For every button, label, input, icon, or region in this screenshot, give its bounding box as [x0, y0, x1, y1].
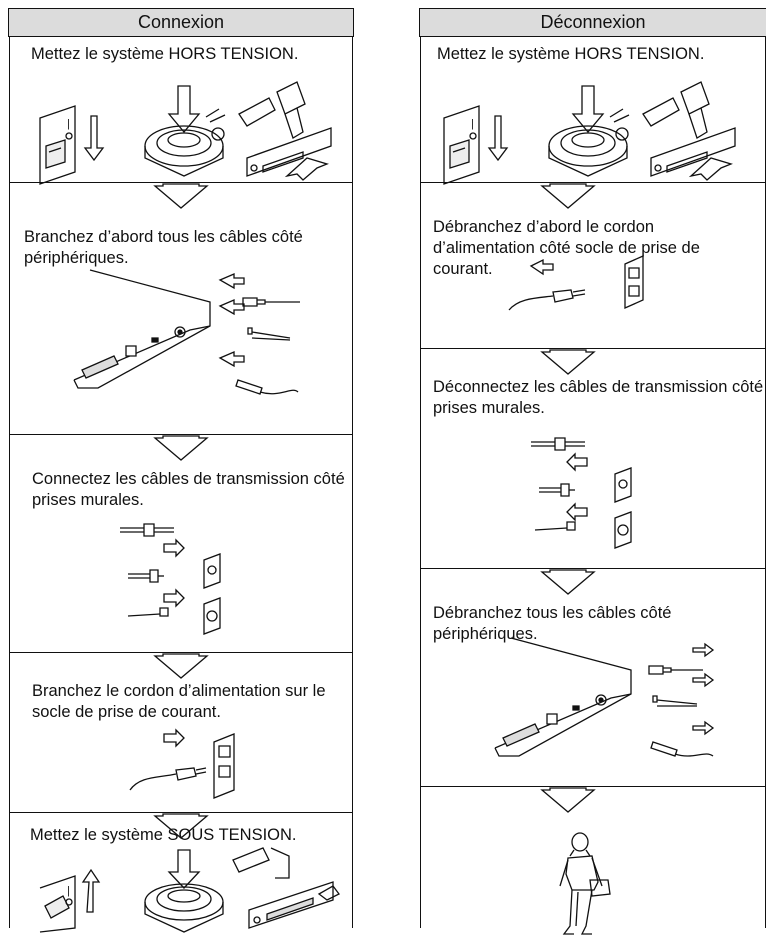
- power-off-illustration: |: [35, 80, 335, 186]
- laptop-connectors-illustration: [60, 268, 320, 404]
- connect-column: Connexion Mettez le système HORS TENSION…: [8, 8, 354, 928]
- disconnect-step-3: Déconnectez les câbles de transmission c…: [421, 348, 765, 417]
- svg-text:|: |: [471, 118, 474, 130]
- laptop-connectors-illustration: [481, 636, 741, 772]
- down-arrow-icon: [540, 787, 596, 813]
- down-arrow-icon: [540, 349, 596, 375]
- power-on-illustration: |: [35, 848, 340, 932]
- down-arrow-icon: [153, 183, 209, 209]
- connect-step-4-text: Branchez le cordon d’alimentation sur le…: [32, 682, 326, 721]
- telecom-cables-illustration: [531, 432, 661, 562]
- connect-step-4: Branchez le cordon d’alimentation sur le…: [10, 652, 352, 721]
- disconnect-step-3-text: Déconnectez les câbles de transmission c…: [433, 378, 764, 417]
- connect-step-3: Connectez les câbles de transmission côt…: [10, 434, 352, 509]
- svg-text:|: |: [67, 885, 70, 897]
- disconnect-step-4: Débranchez tous les câbles côté périphér…: [421, 568, 765, 643]
- connect-step-3-text: Connectez les câbles de transmission côt…: [32, 470, 345, 509]
- disconnect-header: Déconnexion: [419, 8, 766, 37]
- down-arrow-icon: [540, 569, 596, 595]
- disconnect-title: Déconnexion: [540, 12, 646, 32]
- connect-header: Connexion: [8, 8, 354, 37]
- down-arrow-icon: [153, 653, 209, 679]
- connect-step-2: Branchez d’abord tous les câbles côté pé…: [10, 182, 352, 267]
- disconnect-step-2: Débranchez d’abord le cordon d’alimentat…: [421, 182, 765, 278]
- power-cord-illustration: [130, 728, 260, 808]
- power-cord-illustration: [509, 254, 659, 316]
- connect-step-2-text: Branchez d’abord tous les câbles côté pé…: [24, 228, 303, 267]
- down-arrow-icon: [153, 435, 209, 461]
- disconnect-step-2-text: Débranchez d’abord le cordon d’alimentat…: [433, 218, 700, 278]
- disconnect-step-1-text: Mettez le système HORS TENSION.: [437, 45, 705, 63]
- disconnect-column: Déconnexion Mettez le système HORS TENSI…: [419, 8, 766, 928]
- down-arrow-icon: [540, 183, 596, 209]
- down-arrow-icon: [153, 813, 209, 839]
- connect-title: Connexion: [137, 12, 225, 32]
- connect-step-5: Mettez le système SOUS TENSION.: [10, 812, 352, 844]
- disconnect-step-5: [421, 786, 765, 813]
- connect-step-1-text: Mettez le système HORS TENSION.: [31, 45, 299, 63]
- telecom-cables-illustration: [120, 518, 250, 648]
- connect-step-5-text: Mettez le système SOUS TENSION.: [30, 826, 297, 844]
- power-off-illustration: |: [439, 80, 739, 186]
- svg-text:|: |: [67, 118, 70, 130]
- walking-person-illustration: [546, 830, 636, 940]
